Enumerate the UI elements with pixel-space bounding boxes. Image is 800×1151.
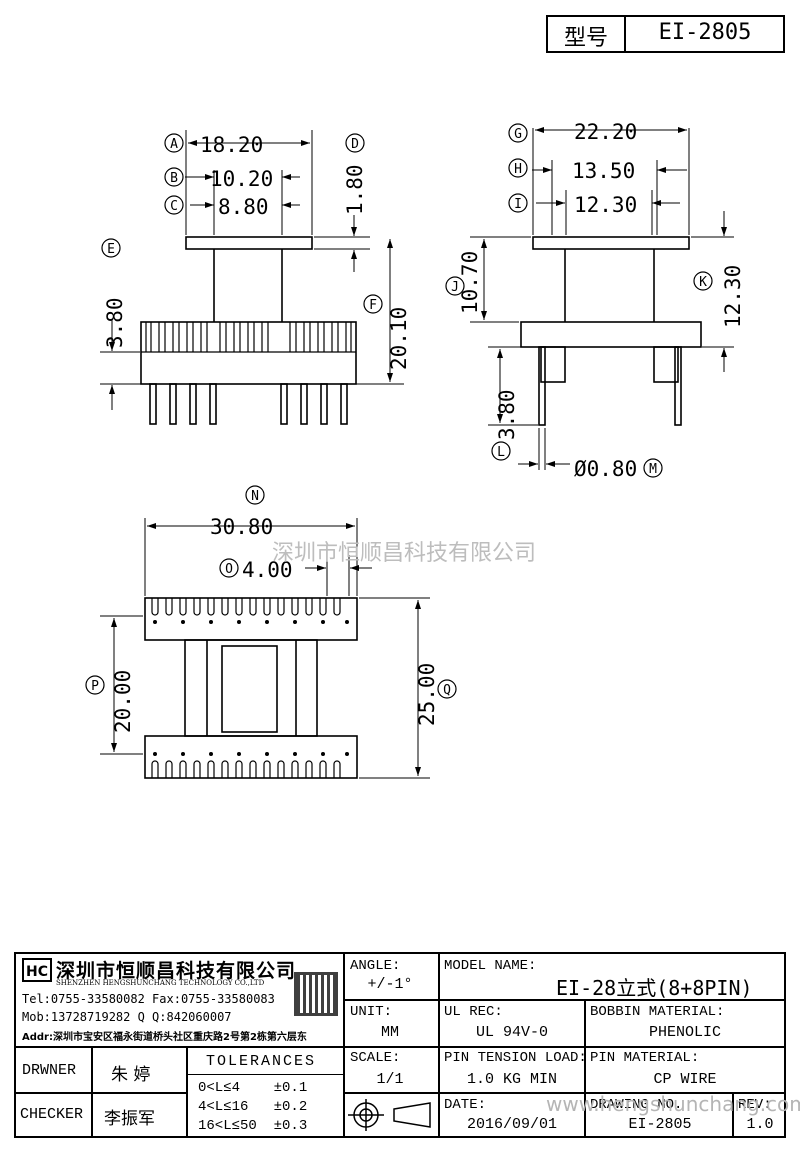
date-value: 2016/09/01 bbox=[466, 1116, 557, 1133]
rev-value: 1.0 bbox=[746, 1116, 774, 1133]
marker-q: Q bbox=[443, 683, 451, 698]
marker-p: P bbox=[91, 679, 99, 694]
pin-tension-value: 1.0 KG MIN bbox=[466, 1071, 557, 1088]
marker-f: F bbox=[369, 298, 377, 313]
company-tel: Tel:0755-33580082 Fax:0755-33580083 bbox=[22, 992, 275, 1006]
dim-q-value: 25.00 bbox=[415, 663, 439, 726]
checker-value: 李振军 bbox=[104, 1109, 155, 1129]
watermark-company: 深圳市恒顺昌科技有限公司 bbox=[272, 541, 536, 566]
tolerances-title: TOLERANCES bbox=[206, 1053, 317, 1070]
model-header-divider bbox=[624, 15, 626, 53]
unit-value: MM bbox=[380, 1024, 399, 1041]
dim-m-value: Ø0.80 bbox=[574, 457, 637, 481]
svg-text:HC: HC bbox=[26, 964, 48, 980]
dim-l-value: 3.80 bbox=[495, 389, 519, 440]
marker-n: N bbox=[251, 489, 259, 504]
tolerance-row-1: 0<L≤4 ±0.1 bbox=[198, 1080, 308, 1096]
bobbin-material-label: BOBBIN MATERIAL: bbox=[590, 1004, 725, 1020]
marker-l: L bbox=[497, 445, 505, 460]
company-logo: HC bbox=[22, 958, 52, 982]
pin-material-value: CP WIRE bbox=[653, 1071, 717, 1088]
ul-rec-value: UL 94V-0 bbox=[475, 1024, 548, 1041]
dim-o-value: 4.00 bbox=[242, 558, 293, 582]
checker-label: CHECKER bbox=[20, 1106, 84, 1123]
pin-tension-label: PIN TENSION LOAD: bbox=[444, 1050, 587, 1066]
marker-d: D bbox=[351, 137, 359, 152]
projection-symbol-icon bbox=[346, 1095, 436, 1135]
model-type-value: EI-2805 bbox=[658, 20, 752, 45]
date-label: DATE: bbox=[444, 1097, 487, 1113]
model-header-box bbox=[546, 15, 785, 53]
unit-label: UNIT: bbox=[350, 1004, 393, 1020]
marker-g: G bbox=[514, 127, 522, 142]
scale-label: SCALE: bbox=[350, 1050, 401, 1066]
tolerance-row-2: 4<L≤16 ±0.2 bbox=[198, 1099, 308, 1115]
company-addr: Addr:深圳市宝安区福永街道桥头社区重庆路2号第2栋第六层东 bbox=[22, 1032, 307, 1043]
dim-i-value: 12.30 bbox=[574, 193, 637, 217]
scale-value: 1/1 bbox=[376, 1071, 404, 1088]
angle-label: ANGLE: bbox=[350, 958, 401, 974]
dim-a-value: 18.20 bbox=[200, 133, 263, 157]
company-name: 深圳市恒顺昌科技有限公司 bbox=[56, 960, 297, 982]
marker-o: O bbox=[225, 562, 233, 577]
dim-d-value: 1.80 bbox=[343, 164, 367, 215]
company-name-en: SHENZHEN HENGSHUNCHANG TECHNOLOGY CO.,LT… bbox=[56, 979, 265, 987]
marker-k: K bbox=[699, 275, 707, 290]
dim-p-value: 20.00 bbox=[111, 670, 135, 733]
angle-value: +/-1° bbox=[367, 976, 413, 993]
drwner-value: 朱 婷 bbox=[111, 1065, 151, 1085]
model-type-label: 型号 bbox=[563, 25, 608, 50]
tolerance-row-3: 16<L≤50 ±0.3 bbox=[198, 1118, 308, 1134]
bottom-view bbox=[100, 518, 430, 779]
drawing-no-label: DRAWING NO. bbox=[590, 1097, 683, 1113]
dim-c-value: 8.80 bbox=[218, 195, 269, 219]
marker-a: A bbox=[170, 137, 178, 152]
marker-c: C bbox=[170, 199, 178, 214]
marker-i: I bbox=[514, 197, 522, 212]
marker-h: H bbox=[514, 162, 522, 177]
model-name-value: EI-28立式(8+8PIN) bbox=[556, 976, 753, 1000]
dim-h-value: 13.50 bbox=[572, 159, 635, 183]
qr-code-icon bbox=[294, 972, 338, 1016]
dim-n-value: 30.80 bbox=[210, 515, 273, 539]
dim-j-value: 10.70 bbox=[458, 251, 482, 314]
drawing-no-value: EI-2805 bbox=[628, 1116, 692, 1133]
front-view bbox=[100, 130, 404, 425]
dim-g-value: 22.20 bbox=[574, 120, 637, 144]
marker-b: B bbox=[170, 171, 178, 186]
watermark-url: www.hengshunchang.com bbox=[546, 1092, 800, 1116]
dim-b-value: 10.20 bbox=[210, 167, 273, 191]
dim-f-value: 20.10 bbox=[387, 307, 411, 370]
marker-j: J bbox=[451, 280, 459, 295]
side-view bbox=[470, 127, 734, 470]
dim-e-value: 3.80 bbox=[103, 297, 127, 348]
dim-k-value: 12.30 bbox=[721, 265, 745, 328]
bobbin-material-value: PHENOLIC bbox=[648, 1024, 721, 1041]
ul-rec-label: UL REC: bbox=[444, 1004, 503, 1020]
company-mob: Mob:13728719282 Q Q:842060007 bbox=[22, 1010, 232, 1024]
model-name-label: MODEL NAME: bbox=[444, 958, 537, 974]
drwner-label: DRWNER bbox=[22, 1062, 77, 1079]
pin-material-label: PIN MATERIAL: bbox=[590, 1050, 700, 1066]
title-block: HC 深圳市恒顺昌科技有限公司 SHENZHEN HENGSHUNCHANG T… bbox=[14, 952, 800, 1138]
marker-m: M bbox=[649, 462, 657, 477]
marker-e: E bbox=[107, 242, 115, 257]
rev-label: REV: bbox=[738, 1097, 772, 1113]
